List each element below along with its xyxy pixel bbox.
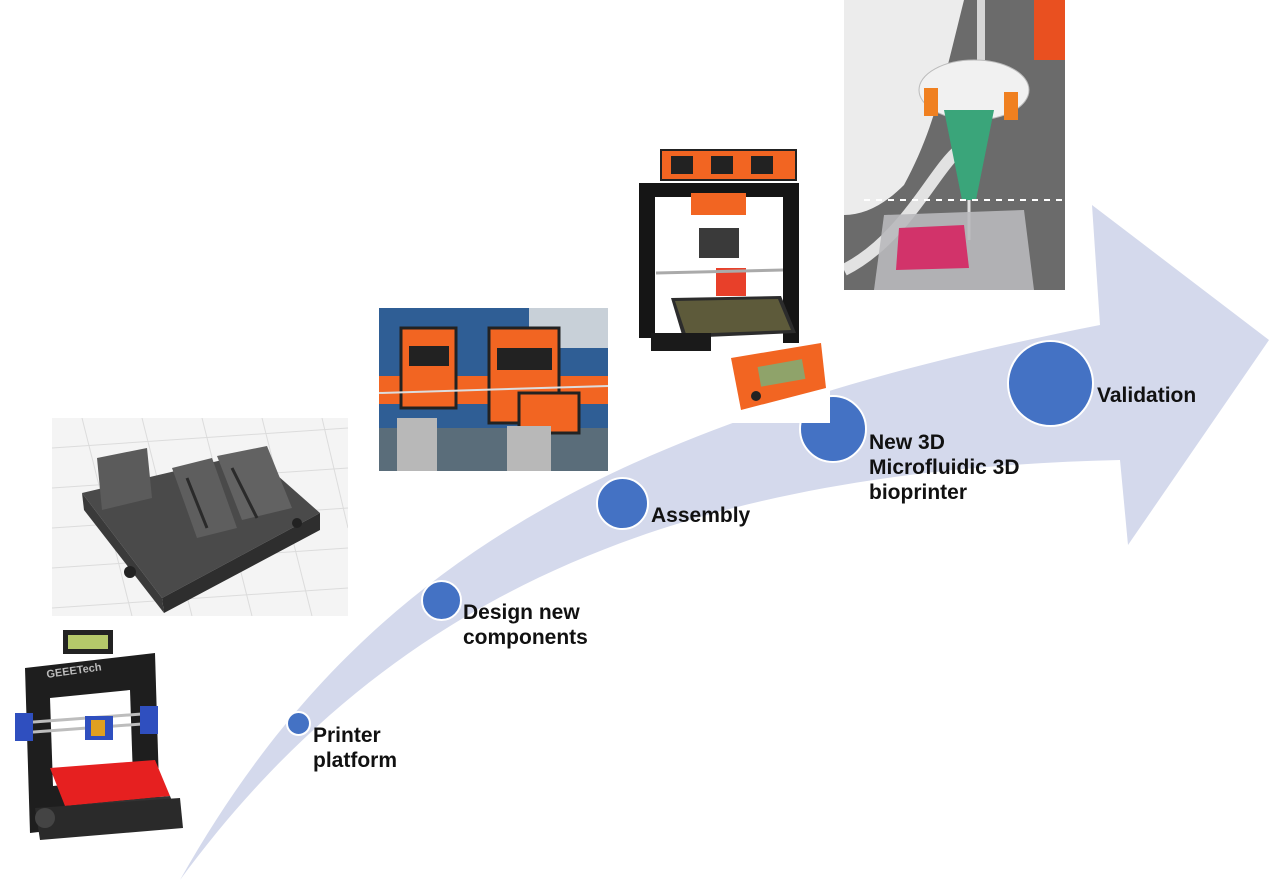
step-marker-1 <box>286 711 311 736</box>
step-label-validation: Validation <box>1097 384 1197 407</box>
progress-arrow-body <box>180 205 1269 880</box>
step-label-printer-platform: Printer platform <box>313 724 397 772</box>
step-label-new-bioprinter: New 3D Microfluidic 3D bioprinter <box>869 431 1020 504</box>
bioprinter-assembly-photo <box>631 148 830 423</box>
step-marker-5 <box>1007 340 1094 427</box>
geeetech-printer-photo: GEEETech <box>5 628 185 846</box>
step-label-assembly: Assembly <box>651 504 751 527</box>
orange-components-photo <box>379 308 608 471</box>
step-label-design-new-components: Design new components <box>463 601 588 649</box>
cad-component-render <box>52 418 348 616</box>
step-marker-2 <box>421 580 462 621</box>
microfluidic-printhead-photo <box>844 0 1065 290</box>
step-marker-3 <box>596 477 649 530</box>
